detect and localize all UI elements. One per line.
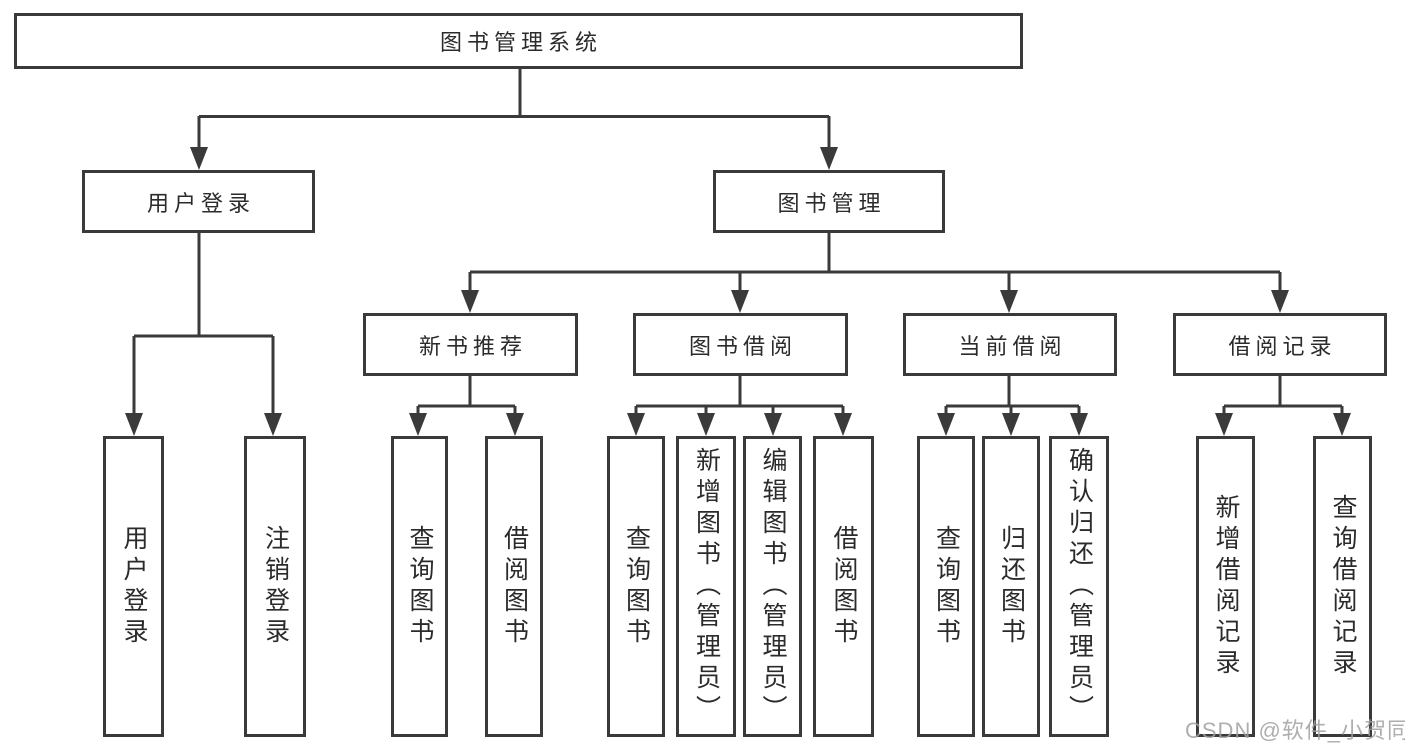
node-label: 查询借阅记录	[1329, 493, 1357, 680]
arrowheads	[125, 147, 1351, 436]
node-book-management: 图书管理	[713, 170, 945, 233]
node-label: 查询图书	[932, 524, 961, 649]
node-new-book-recommend: 新书推荐	[363, 313, 578, 376]
node-label: 图书借阅	[688, 333, 797, 359]
connector-borrow-records	[1222, 376, 1344, 416]
node-current-borrowing: 当前借阅	[903, 313, 1117, 376]
node-label: 查询图书	[406, 524, 434, 649]
leaf-add-borrow-record: 新增借阅记录	[1196, 436, 1255, 737]
node-label: 注销登录	[261, 524, 290, 649]
connector-user-login	[132, 233, 275, 416]
leaf-add-books-admin: 新增图书（管理员）	[676, 436, 736, 737]
leaf-return-books: 归还图书	[982, 436, 1040, 737]
watermark: CSDN @软件_小贺同学	[1185, 718, 1405, 743]
node-label: 借阅图书	[830, 524, 858, 649]
leaf-borrow-books: 借阅图书	[485, 436, 543, 737]
connector-root	[197, 69, 831, 150]
connector-book-borrowing	[634, 376, 845, 416]
node-label: 图书管理系统	[439, 30, 602, 55]
node-label: 借阅图书	[500, 524, 529, 649]
connector-book-management	[468, 233, 1282, 292]
node-label: 新书推荐	[418, 333, 527, 359]
node-user-login: 用户登录	[82, 170, 315, 233]
node-label: 用户登录	[120, 524, 148, 649]
node-label: 确认归还（管理员）	[1065, 447, 1094, 726]
node-library-system: 图书管理系统	[14, 13, 1023, 69]
node-book-borrowing: 图书借阅	[633, 313, 848, 376]
leaf-logout: 注销登录	[244, 436, 306, 737]
leaf-confirm-return-admin: 确认归还（管理员）	[1049, 436, 1109, 737]
leaf-query-books: 查询图书	[607, 436, 665, 737]
node-borrow-records: 借阅记录	[1173, 313, 1387, 376]
leaf-query-books: 查询图书	[917, 436, 975, 737]
node-label: 图书管理	[777, 190, 886, 216]
node-label: 当前借阅	[958, 333, 1067, 359]
leaf-edit-books-admin: 编辑图书（管理员）	[743, 436, 802, 737]
leaf-query-borrow-record: 查询借阅记录	[1313, 436, 1372, 737]
connector-new-book-recommend	[416, 376, 517, 416]
node-label: 新增借阅记录	[1212, 493, 1240, 680]
leaf-user-login: 用户登录	[103, 436, 164, 737]
node-label: 新增图书（管理员）	[692, 447, 721, 726]
leaf-borrow-books: 借阅图书	[813, 436, 874, 737]
leaf-query-books: 查询图书	[391, 436, 448, 737]
connector-current-borrowing	[944, 376, 1081, 416]
node-label: 用户登录	[146, 190, 255, 216]
node-label: 归还图书	[997, 524, 1026, 649]
node-label: 借阅记录	[1228, 333, 1337, 359]
node-label: 编辑图书（管理员）	[759, 447, 787, 726]
node-label: 查询图书	[622, 524, 651, 649]
